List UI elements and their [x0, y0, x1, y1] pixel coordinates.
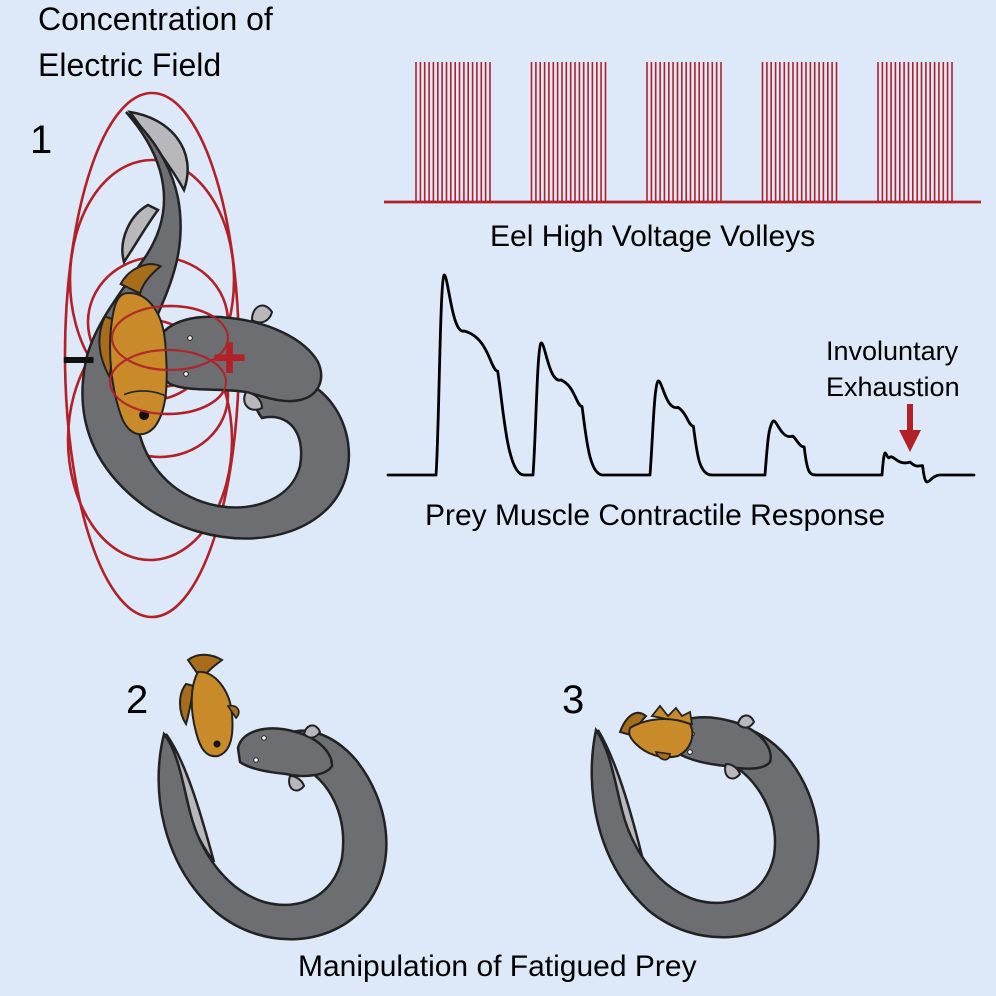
volley-chart [415, 62, 953, 202]
fish3-pelvic-fin [654, 751, 671, 761]
eel3-pectoral-fin-top [736, 714, 756, 729]
eel-pectoral-fin-top [250, 304, 274, 324]
fish-body [109, 291, 168, 436]
eel-panel-3 [590, 714, 820, 939]
annotation-line1: Involuntary [826, 336, 959, 366]
panel1-title-line2: Electric Field [38, 47, 222, 83]
fish-panel-2 [179, 653, 240, 758]
eel-pectoral-fin-bottom [243, 390, 264, 411]
negative-pole-sign: – [62, 322, 96, 389]
field-lines-front [108, 304, 230, 416]
muscle-response-trace [386, 273, 976, 484]
eel2-pectoral-fin-top [302, 724, 322, 739]
annotation-line2: Exhaustion [826, 372, 960, 402]
fish3-dorsal-fins [650, 704, 694, 726]
fish-tail [119, 263, 163, 295]
fish2-eye [213, 740, 221, 748]
eel-fin-mid [121, 203, 160, 265]
step-number-3: 3 [562, 678, 585, 722]
fish2-body [190, 670, 234, 758]
fish2-pelvic-fin [226, 704, 240, 720]
eel-nostril [187, 335, 193, 341]
caption: Manipulation of Fatigued Prey [298, 950, 697, 983]
eel3-pectoral-fin-bottom [724, 762, 742, 780]
exhaustion-arrow [899, 404, 921, 452]
fish-panel-3 [618, 704, 694, 761]
eel-head [154, 315, 323, 403]
step-number-1: 1 [30, 118, 53, 162]
arrow-head [899, 430, 921, 452]
response-label: Prey Muscle Contractile Response [425, 499, 886, 532]
eel-eye [183, 371, 189, 377]
arrow-shaft [907, 404, 913, 434]
fish3-body [628, 718, 694, 759]
step-number-2: 2 [126, 678, 149, 722]
eel2-pectoral-fin-bottom [288, 774, 306, 792]
volleys-label: Eel High Voltage Volleys [490, 220, 816, 253]
positive-pole-sign: + [212, 324, 248, 391]
panel1-title-line1: Concentration of [38, 1, 273, 37]
eel3-head [670, 716, 772, 770]
eel2-head [236, 727, 334, 778]
fish-gill [123, 390, 168, 398]
eel-panel-2 [157, 724, 388, 941]
